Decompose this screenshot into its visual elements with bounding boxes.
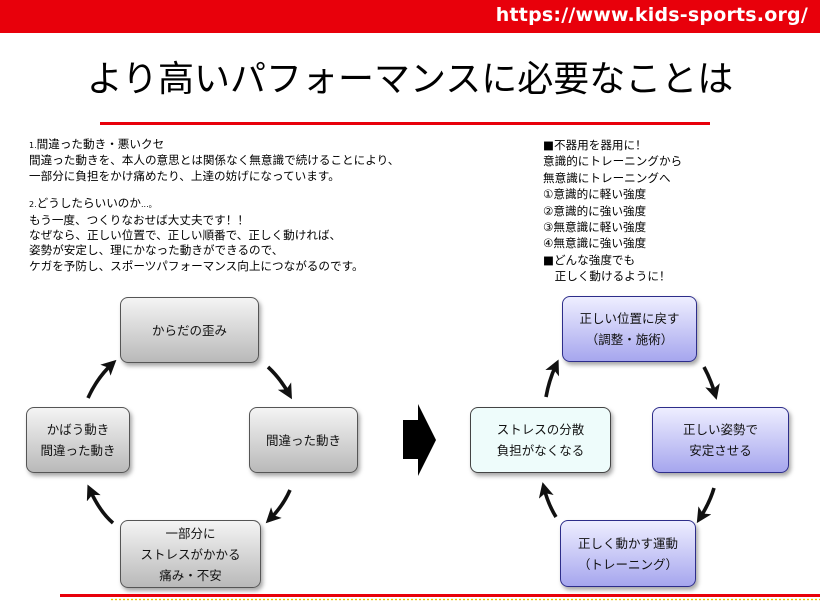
cycle-box-compensating-movement: かばう動き 間違った動き: [26, 407, 130, 473]
cycle-box-wrong-movement: 間違った動き: [249, 407, 358, 473]
section-2-line: 姿勢が安定し、理にかなった動きができるので、: [29, 243, 284, 258]
right-text-line: 意識的にトレーニングから: [543, 154, 683, 169]
section-2-line: なぜなら、正しい位置で、正しい順番で、正しく動ければ、: [29, 228, 342, 243]
section-2-line: もう一度、つくりなおせば大丈夫です！！: [29, 212, 249, 227]
right-text-line: ②意識的に強い強度: [543, 203, 647, 218]
footer-red-line: [60, 594, 820, 597]
page-title: より高いパフォーマンスに必要なことは: [86, 59, 734, 100]
big-right-arrow-icon: [403, 404, 436, 476]
arrow-curve-icon: [86, 484, 115, 525]
right-text-line: ①意識的に軽い強度: [543, 187, 647, 202]
arrow-curve-icon: [702, 366, 720, 400]
right-explanation: ■不器用を器用に！ 意識的にトレーニングから 無意識にトレーニングへ ①意識的に…: [543, 137, 682, 285]
right-text-line: ④無意識に強い強度: [543, 236, 647, 251]
cycle-box-training: 正しく動かす運動 （トレーニング）: [560, 520, 696, 587]
left-explanation: 1.間違った動き・悪いクセ 間違った動きを、本人の意思とは関係なく無意識で続ける…: [29, 137, 399, 274]
cycle-box-body-distortion: からだの歪み: [120, 297, 259, 363]
footer-dotted-line: [110, 598, 820, 601]
cycle-box-stress-dispersion: ストレスの分散 負担がなくなる: [470, 407, 611, 473]
arrow-curve-icon: [538, 482, 558, 518]
section-1-heading: 1.間違った動き・悪いクセ: [29, 137, 165, 151]
right-text-line: ③無意識に軽い強度: [543, 220, 647, 235]
right-text-line: 無意識にトレーニングへ: [543, 170, 671, 185]
right-text-line: ■不器用を器用に！: [543, 138, 647, 152]
site-url[interactable]: https://www.kids-sports.org/: [495, 4, 808, 26]
cycle-box-stress-pain: 一部分に ストレスがかかる 痛み・不安: [120, 520, 261, 588]
cycle-box-stabilize-posture: 正しい姿勢で 安定させる: [652, 407, 789, 473]
arrow-curve-icon: [696, 487, 716, 524]
cycle-box-restore-position: 正しい位置に戻す （調整・施術）: [562, 296, 697, 362]
right-text-line: ■どんな強度でも: [543, 252, 636, 267]
arrow-curve-icon: [544, 359, 560, 398]
title-underline: [100, 122, 710, 125]
section-1-line: 一部分に負担をかけ痛めたり、上達の妨げになっています。: [29, 168, 340, 183]
top-banner: https://www.kids-sports.org/: [0, 0, 820, 33]
arrow-curve-icon: [266, 365, 292, 400]
section-2-heading: 2.どうしたらいいのか...。: [29, 196, 157, 211]
arrow-curve-icon: [86, 359, 117, 399]
right-text-line: 正しく動けるように！: [543, 269, 671, 284]
section-2-line: ケガを予防し、スポーツパフォーマンス向上につながるのです。: [29, 258, 364, 273]
arrow-curve-icon: [265, 489, 292, 524]
section-1-line: 間違った動きを、本人の意思とは関係なく無意識で続けることにより、: [29, 153, 400, 168]
